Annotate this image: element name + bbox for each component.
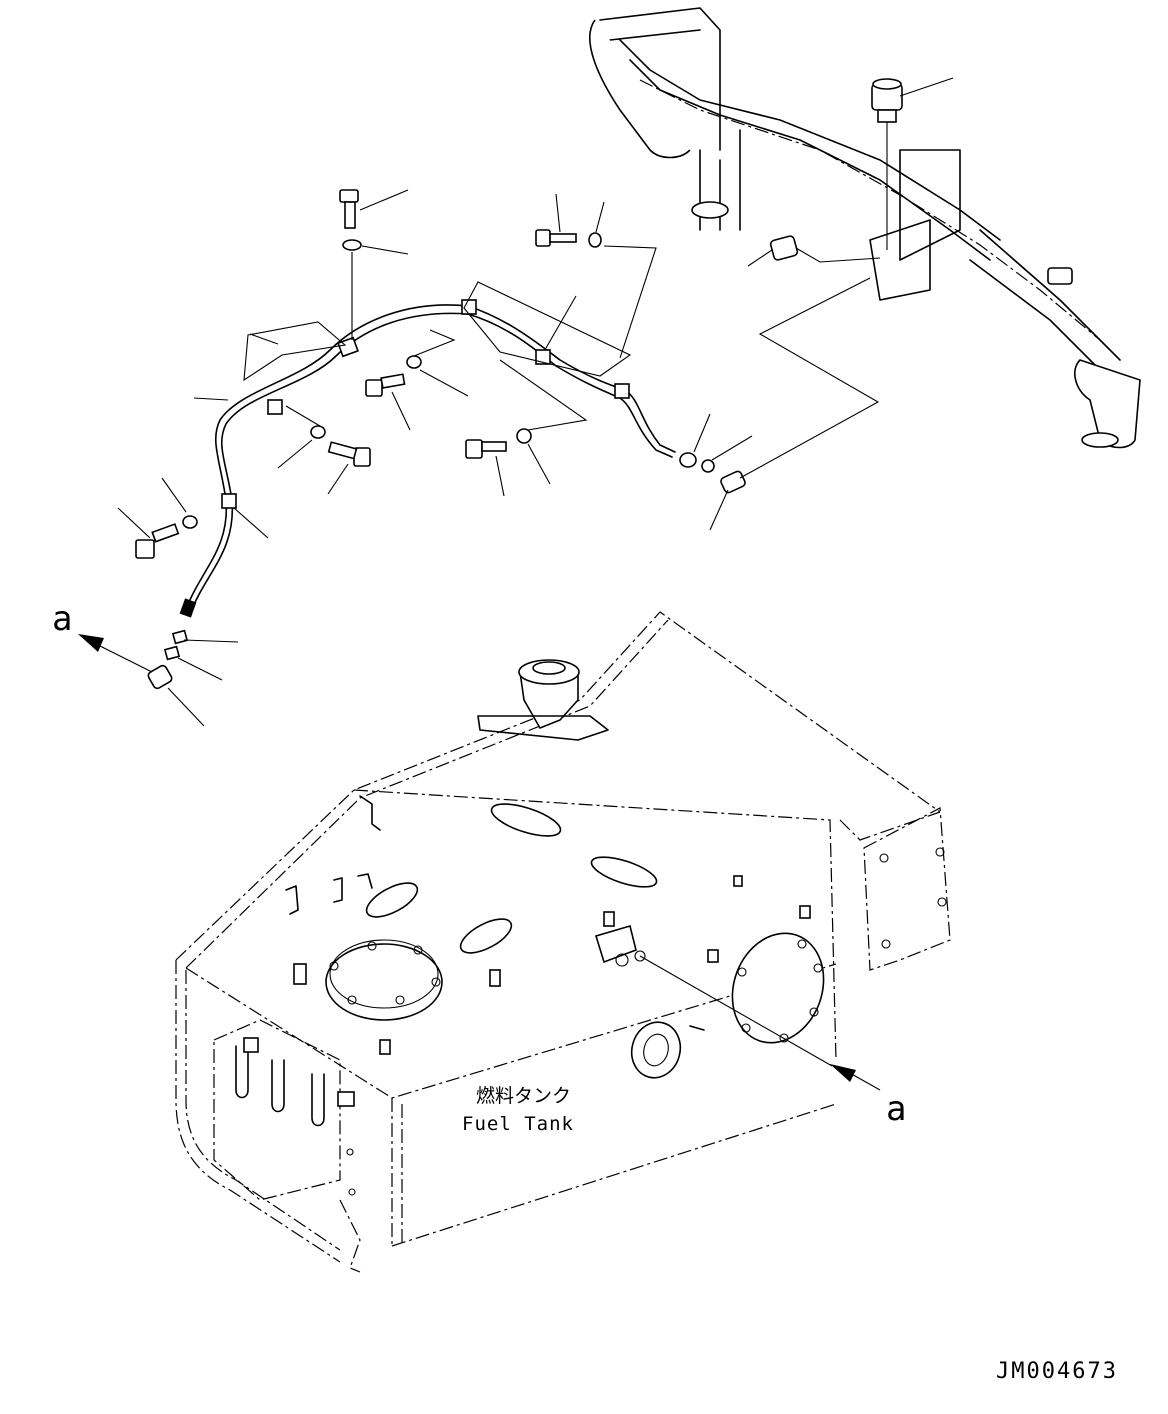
sensor-part [871, 77, 954, 250]
hose-clamps [221, 299, 630, 509]
fuel-tank [175, 611, 951, 1273]
view-label-bottom: a [886, 1089, 906, 1129]
hose-line [179, 304, 676, 618]
drawing-id: JM004673 [996, 1359, 1118, 1384]
view-arrow-top: a [52, 599, 153, 673]
fuel-tank-label-jp: 燃料タンク [476, 1085, 571, 1107]
leader-lines [249, 295, 577, 349]
bolts-and-washers [117, 189, 880, 727]
frame-fitting [747, 235, 881, 267]
clamp-planes [243, 281, 632, 382]
frame-rail-assembly [589, 7, 1141, 449]
view-label-top: a [52, 599, 72, 639]
fuel-tank-label-en: Fuel Tank [462, 1113, 574, 1135]
